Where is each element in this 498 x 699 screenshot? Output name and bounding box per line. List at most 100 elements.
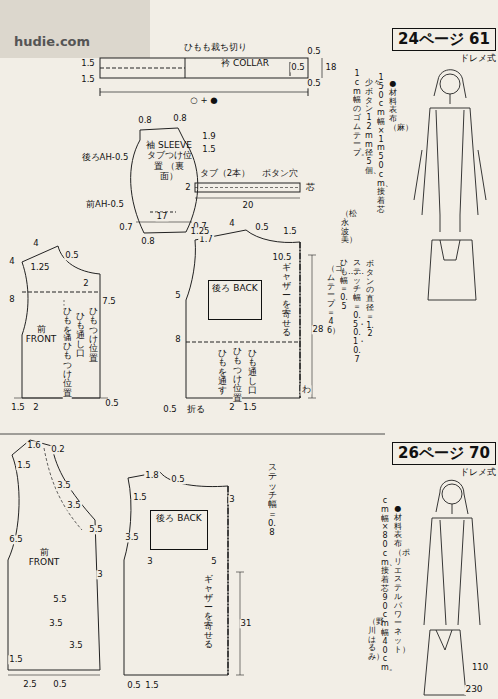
separator-line — [0, 434, 385, 435]
dimension-label: 110 — [471, 663, 489, 672]
dimension-label: 1.9 — [201, 132, 217, 141]
dimension-label: 1.5 — [80, 59, 96, 68]
dimension-label: 0.5 — [104, 399, 120, 408]
dimension-label: 1.8 — [144, 471, 160, 480]
dimension-label: 8 — [174, 335, 181, 344]
dimension-label: 5 — [210, 557, 217, 566]
dimension-label: 8 — [8, 295, 15, 304]
dimension-label: 3.5 — [56, 481, 72, 490]
vertical-note: ステッチ幅＝0.8 — [268, 462, 277, 539]
piece-name: 前 FRONT — [24, 547, 64, 568]
dimension-label: hudie.com — [13, 35, 91, 49]
piece-name: 後ろ BACK — [153, 513, 205, 523]
dimension-label: 前AH-0.5 — [85, 200, 125, 209]
pattern-piece-label-box: 衿 COLLAR — [218, 56, 272, 80]
dimension-label: 1.5 — [242, 403, 258, 412]
back-piece — [186, 230, 316, 398]
page-reference-box: 24ページ 61 ドレメ式 — [392, 28, 496, 68]
vertical-note: ひもつけ位置 — [89, 306, 98, 364]
vertical-note: （ゴムテープ＝46） — [327, 264, 335, 336]
dimension-label: ○ + ● — [189, 96, 218, 105]
dimension-label: 0.5 — [254, 223, 270, 232]
vertical-note: ギャザーを寄せる — [282, 262, 291, 339]
dimension-label: 1.5 — [8, 655, 24, 664]
dimension-label: 0.5 — [306, 47, 322, 56]
piece-name: 袖 SLEEVE — [146, 140, 192, 150]
piece-note: ドレメ式 — [392, 53, 496, 63]
dimension-label: わ — [301, 385, 312, 394]
dimension-label: 3.5 — [48, 619, 64, 628]
dimension-label: ひもも裁ち切り — [183, 43, 248, 52]
vertical-note: 1cm幅のゴムテープ。 — [353, 69, 361, 159]
dimension-label: 4 — [228, 219, 235, 228]
dimension-label: 後ろAH-0.5 — [81, 153, 130, 162]
vertical-note: ひもつけ位置 — [63, 341, 72, 399]
dimension-label: 1.25 — [190, 227, 211, 236]
vertical-note: 少々、ボタン12mm径5個、 — [365, 78, 373, 177]
piece-name: 後ろ BACK — [211, 283, 259, 293]
dimension-label: 0.8 — [137, 116, 153, 125]
dimension-label: 0.2 — [50, 445, 66, 454]
watermark-ground — [0, 0, 150, 58]
dimension-label: 0.7 — [118, 223, 134, 232]
dimension-label: 2 — [184, 183, 191, 192]
dimension-label: 1.5 — [144, 681, 160, 690]
dimension-label: 2 — [228, 403, 235, 412]
vertical-note: ボタンの直径＝1.2 — [366, 259, 374, 340]
vertical-note: （松永波美） — [341, 209, 349, 246]
dimension-label: 1.25 — [30, 263, 51, 272]
dimension-label: 28 — [312, 325, 325, 334]
dimension-label: 3 — [96, 570, 103, 579]
vertical-note: ひもつけ位置 — [233, 346, 242, 404]
vertical-note: ●材料 表布（ポリエステルパワーネット） — [394, 504, 402, 656]
dimension-label: 2 — [32, 403, 39, 412]
dimension-label: 0.5 — [162, 405, 178, 414]
vertical-note: ひも通し口 — [76, 311, 85, 360]
dimension-label: 20 — [242, 201, 255, 210]
back-piece — [124, 472, 244, 675]
piece-name: 26ページ 70 — [392, 442, 496, 465]
dimension-label: 5.5 — [52, 595, 68, 604]
dimension-label: 3 — [228, 495, 235, 504]
dimension-label: 0.5 — [170, 475, 186, 484]
vertical-note: ひも通し口 — [248, 348, 257, 397]
dimension-label: 3.5 — [66, 501, 82, 510]
dimension-label: 18 — [325, 63, 338, 72]
dimension-label: 3.5 — [124, 533, 140, 542]
dimension-label: 1.5 — [10, 403, 26, 412]
dimension-label: 230 — [464, 685, 483, 695]
pattern-piece-label-box: 後ろ BACK — [150, 510, 208, 550]
dimension-label: タブ（2本） — [199, 169, 251, 178]
vertical-note: ひもを通す — [218, 348, 227, 397]
dimension-label: 0.5 — [52, 680, 68, 689]
sleeve-piece — [131, 128, 198, 233]
vertical-note: ひも……幅＝0.5 — [340, 258, 348, 313]
dimension-label: 0.5 — [290, 63, 306, 72]
dimension-label: 3.5 — [68, 641, 84, 650]
vertical-note: ギャザーを寄せる — [204, 574, 213, 651]
dimension-label: 0.5 — [64, 251, 80, 260]
piece-note: タブつけ位置 （裏面） — [146, 150, 192, 181]
dimension-label: 3 — [146, 557, 153, 566]
dimension-label: 17 — [156, 212, 169, 221]
vertical-note: 150cm幅×1m50cm、接着芯 — [377, 73, 385, 216]
dimension-label: 1.5 — [282, 227, 298, 236]
collar-piece — [100, 58, 322, 96]
dimension-label: 折る — [186, 405, 206, 414]
page-reference-box: 26ページ 70ドレメ式 — [392, 442, 496, 482]
dimension-label: 1.5 — [132, 493, 148, 502]
model-illustration — [414, 70, 486, 695]
dimension-label: 1.6 — [26, 441, 42, 450]
piece-name: 衿 COLLAR — [220, 58, 270, 68]
dimension-label: 4 — [32, 239, 39, 248]
vertical-note: ステッチ幅＝0.5・0.1・0.7 — [353, 258, 361, 366]
pattern-piece-label-box: 前 FRONT — [22, 545, 66, 577]
vertical-note: cm幅×80cm、接着芯90cm幅40cm。 — [381, 496, 389, 674]
piece-name: 24ページ 61 — [392, 28, 496, 51]
front-piece — [14, 246, 108, 398]
tab-piece — [195, 183, 300, 198]
pattern-piece-label-box: 後ろ BACK — [208, 280, 262, 320]
dimension-label: 1.5 — [201, 145, 217, 154]
dimension-label: 0.5 — [126, 681, 142, 690]
